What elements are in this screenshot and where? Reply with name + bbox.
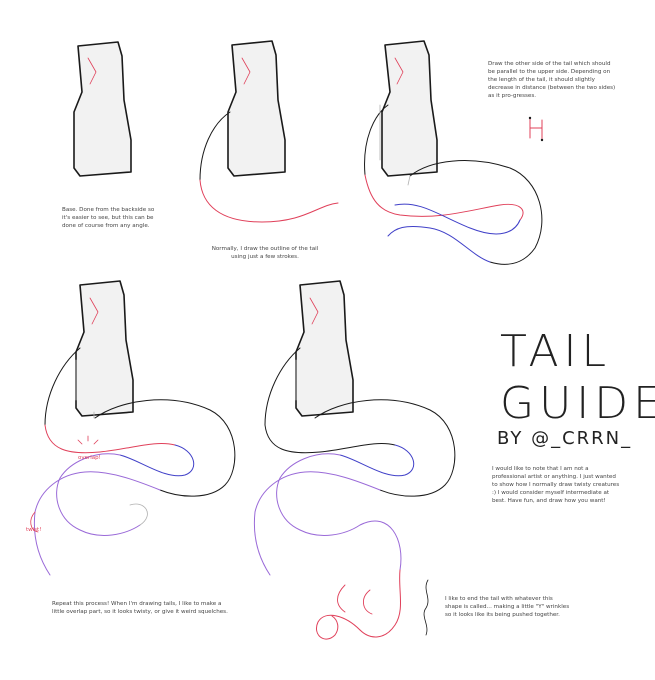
title-line2: GUIDE bbox=[500, 378, 655, 429]
twist-label: twist! bbox=[26, 527, 42, 533]
title-line1: TAIL bbox=[500, 326, 612, 377]
disclaimer-note: I would like to note that I am not a pro… bbox=[492, 466, 620, 504]
step4-note: Repeat this process! When I'm drawing ta… bbox=[52, 601, 228, 615]
step4-repeat bbox=[30, 280, 236, 576]
overlap-label: overlap! bbox=[78, 455, 101, 461]
step1-note: Base. Done from the backside so it's eas… bbox=[62, 207, 155, 229]
step3-note: Draw the other side of the tail which sh… bbox=[488, 61, 616, 99]
step1-body bbox=[73, 41, 132, 177]
step2-note: Normally, I draw the outline of the tail… bbox=[211, 246, 319, 260]
byline: BY @_CRRN_ bbox=[497, 428, 633, 449]
step2-outline bbox=[199, 40, 339, 223]
step3-otherside bbox=[364, 40, 544, 265]
step5-note: I like to end the tail with whatever thi… bbox=[445, 596, 570, 618]
step5-tail-end bbox=[253, 280, 456, 640]
